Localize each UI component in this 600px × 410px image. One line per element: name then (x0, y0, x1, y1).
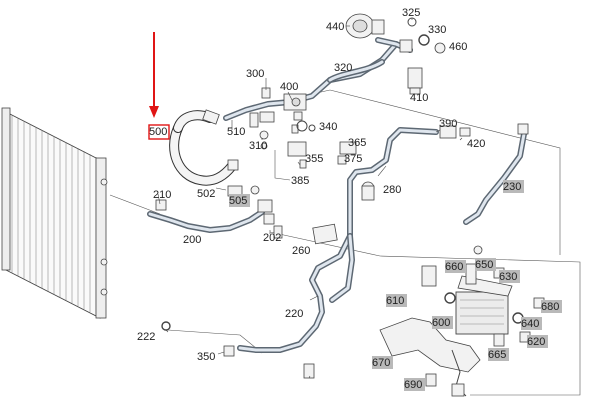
fitting-440 (345, 13, 385, 39)
label-510: 510 (227, 126, 245, 138)
label-310: 310 (249, 140, 267, 152)
label-202: 202 (263, 232, 281, 244)
label-670: 670 (372, 357, 390, 369)
label-460: 460 (449, 41, 467, 53)
callout-arrow (149, 32, 159, 118)
label-440: 440 (326, 21, 344, 33)
leader-lines (157, 18, 463, 379)
label-410: 410 (410, 92, 428, 104)
label-330: 330 (428, 24, 446, 36)
label-505: 505 (229, 195, 247, 207)
label-680: 680 (541, 301, 559, 313)
sensor-410 (407, 67, 423, 95)
label-640: 640 (521, 318, 539, 330)
label-340: 340 (319, 121, 337, 133)
label-420: 420 (467, 138, 485, 150)
label-210: 210 (153, 189, 171, 201)
label-355: 355 (305, 153, 323, 165)
label-630: 630 (499, 271, 517, 283)
hose-500 (169, 109, 239, 186)
label-400: 400 (280, 81, 298, 93)
label-650: 650 (475, 259, 493, 271)
label-660: 660 (445, 261, 463, 273)
label-300: 300 (246, 68, 264, 80)
pipe-320 (327, 37, 413, 83)
label-320: 320 (334, 62, 352, 74)
pipe-230 (463, 123, 529, 225)
label-230: 230 (503, 181, 521, 193)
label-325: 325 (402, 7, 420, 19)
label-385: 385 (291, 175, 309, 187)
label-610: 610 (386, 295, 404, 307)
seals-325-330-460 (399, 17, 446, 54)
label-390: 390 (439, 118, 457, 130)
label-200: 200 (183, 234, 201, 246)
label-665: 665 (488, 349, 506, 361)
label-500: 500 (149, 126, 167, 138)
label-350: 350 (197, 351, 215, 363)
highlight-box-500 (148, 124, 170, 140)
label-220: 220 (285, 308, 303, 320)
bracket-260 (312, 223, 338, 245)
pipe-220 (237, 125, 471, 353)
label-222: 222 (137, 331, 155, 343)
label-shading (229, 180, 562, 391)
pipe-200 (147, 199, 275, 233)
label-502: 502 (197, 188, 215, 200)
label-260: 260 (292, 245, 310, 257)
valve-340-365 (287, 120, 357, 169)
label-620: 620 (527, 336, 545, 348)
label-690: 690 (404, 379, 422, 391)
pipe-assembly-upper (223, 41, 399, 150)
part-labels: 325 330 440 460 320 300 400 410 340 390 … (137, 7, 559, 391)
label-375: 375 (344, 153, 362, 165)
label-280: 280 (383, 184, 401, 196)
condenser (1, 107, 108, 319)
label-365: 365 (348, 137, 366, 149)
label-600: 600 (432, 317, 450, 329)
oil-cooler-assembly (379, 245, 545, 397)
